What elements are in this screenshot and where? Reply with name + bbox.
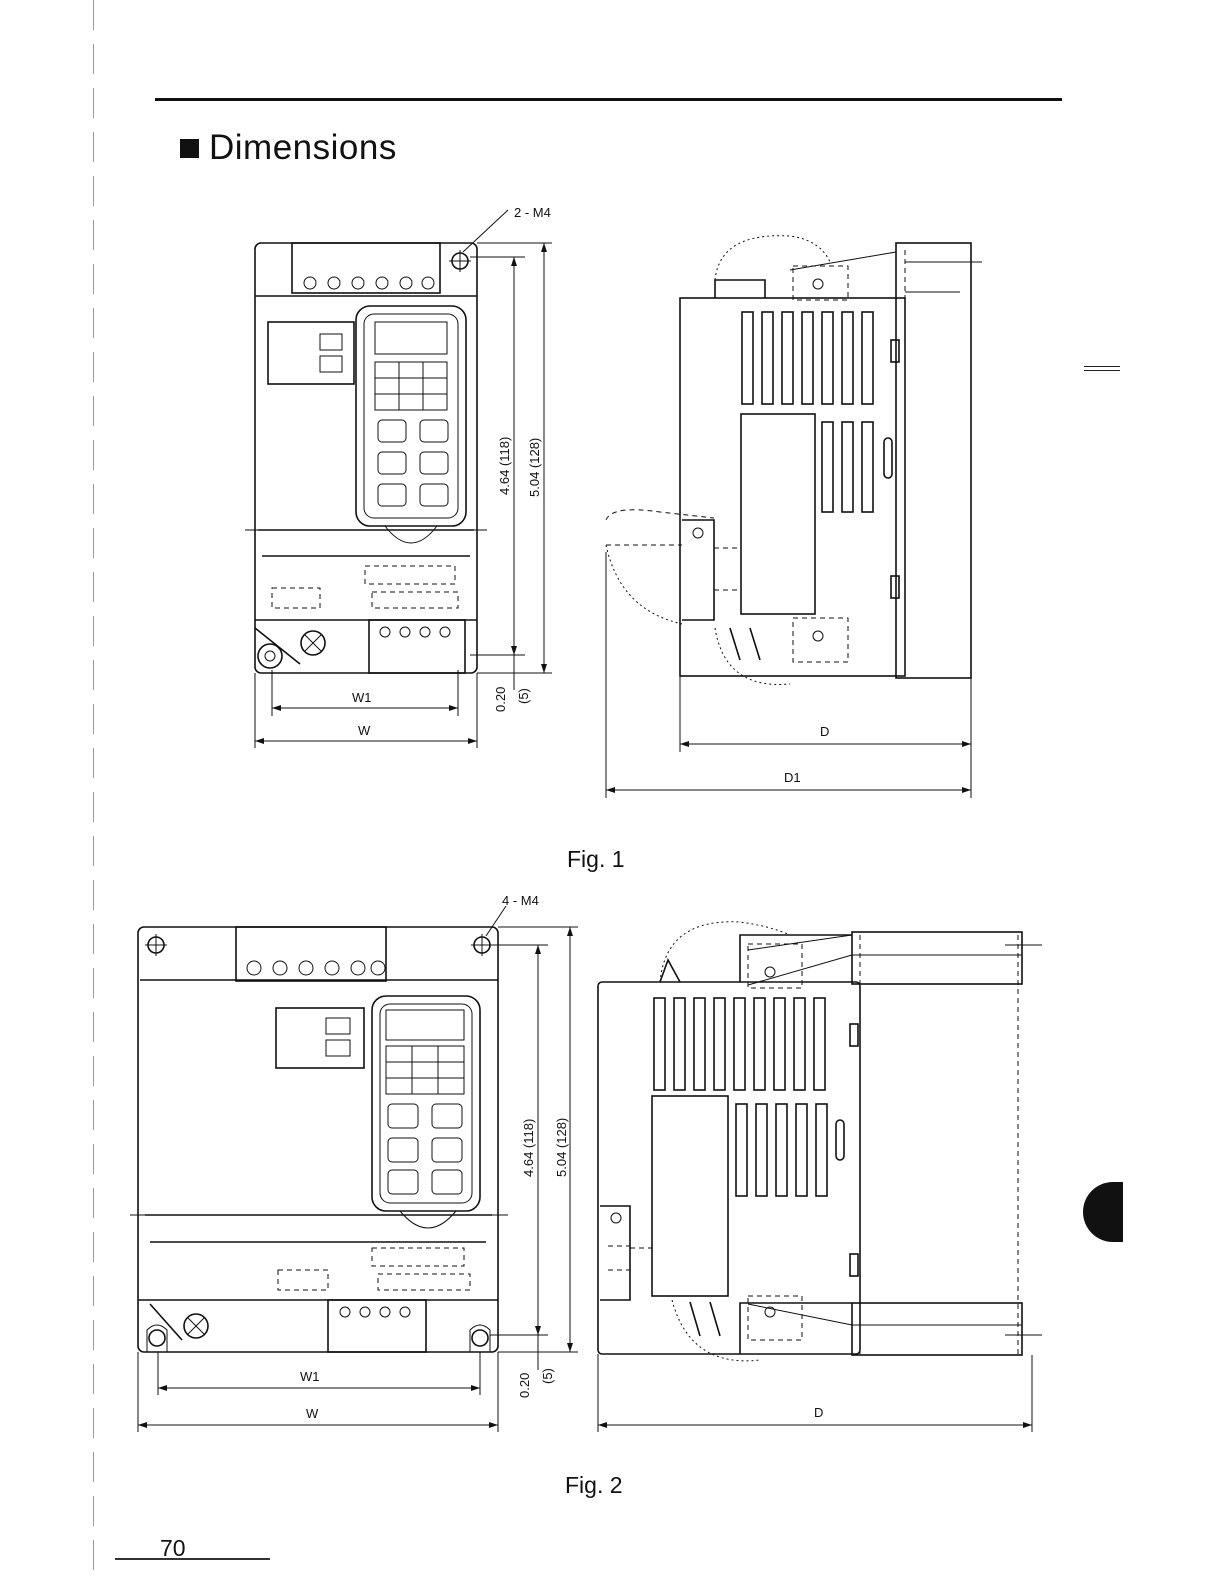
fig2-caption: Fig. 2 [565,1472,623,1499]
fig2-d-label: D [814,1405,823,1420]
fig1-w1-label: W1 [352,690,372,705]
fig1-dim-bottom-mm: (5) [516,688,531,704]
fig2-w1-label: W1 [300,1369,320,1384]
footer-rule [115,1558,270,1560]
fig1-side-view [606,236,982,798]
fig1-d1-label: D1 [784,770,801,785]
fig1-dim-h1: 4.64 (118) [497,437,512,495]
fig2-w-label: W [306,1406,319,1421]
fig1-dim-bottom-in: 0.20 [493,687,508,712]
fig2-screw-label: 4 - M4 [502,893,539,908]
fig2-side-view [598,922,1042,1432]
edge-thumb-mark [1084,366,1120,371]
fig1-screw-label: 2 - M4 [514,205,551,220]
fig2-dim-bottom-mm: (5) [540,1368,555,1384]
fig2-front-view [130,906,578,1432]
fig1-d-label: D [820,724,829,739]
fig1-w-label: W [358,723,371,738]
fig2-dim-bottom-in: 0.20 [517,1373,532,1398]
fig2-dim-h2: 5.04 (128) [554,1118,569,1177]
fig2-dim-h1: 4.64 (118) [521,1119,536,1177]
fig1-dim-h2: 5.04 (128) [527,438,542,497]
fig1-caption: Fig. 1 [567,846,625,873]
